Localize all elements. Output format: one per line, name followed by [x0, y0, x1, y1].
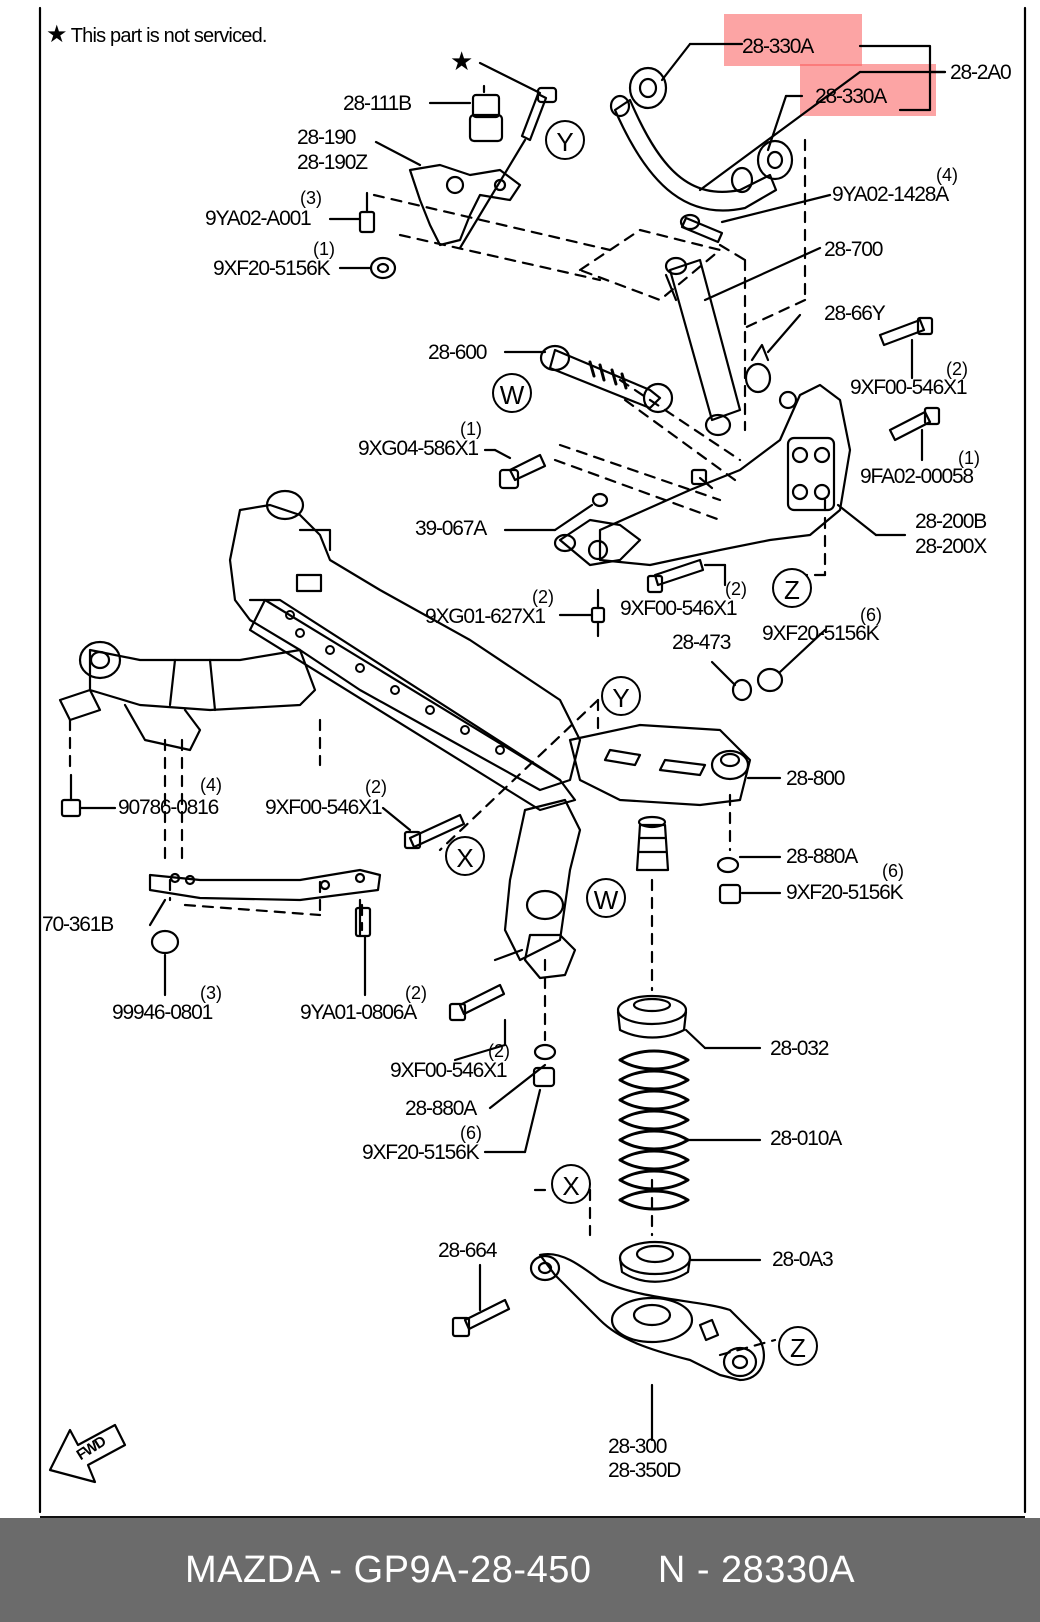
label-28-700: 28-700: [824, 238, 883, 261]
qty-9XF00-546X1-c: (2): [365, 777, 387, 797]
label-28-190: 28-190: [297, 126, 356, 149]
label-28-664: 28-664: [438, 1239, 497, 1262]
label-9YA02-A001: 9YA02-A001: [205, 207, 312, 230]
footer-part-numbers: MAZDA - GP9A-28-450 N - 28330A: [184, 1549, 856, 1591]
callout-y-top: Y: [545, 120, 585, 160]
qty-99946-0801: (3): [200, 983, 222, 1003]
label-9XF00-546X1-d: 9XF00-546X1: [390, 1059, 508, 1082]
label-28-032: 28-032: [770, 1037, 829, 1060]
footer-divider: [40, 1516, 1025, 1519]
label-28-2A0: 28-2A0: [950, 61, 1012, 84]
qty-9XF20-5156K-top: (1): [313, 239, 335, 259]
label-9XG04-586X1: 9XG04-586X1: [358, 437, 479, 460]
label-9XF00-546X1-c: 9XF00-546X1: [265, 796, 383, 819]
label-9XF00-546X1-b: 9XF00-546X1: [620, 597, 738, 620]
callout-y-mid: Y: [601, 676, 641, 716]
label-39-067A: 39-067A: [415, 517, 487, 540]
qty-9YA02-1428A: (4): [936, 165, 958, 185]
label-28-600: 28-600: [428, 341, 487, 364]
qty-9XF00-546X1-b: (2): [725, 579, 747, 599]
label-9YA02-1428A: 9YA02-1428A: [832, 183, 949, 206]
label-9XG01-627X1: 9XG01-627X1: [425, 605, 546, 628]
qty-9XF20-5156K-mid: (6): [860, 605, 882, 625]
qty-9XF20-5156K-right: (6): [882, 861, 904, 881]
label-9XF20-5156K-left: 9XF20-5156K: [362, 1141, 480, 1164]
label-9XF20-5156K-right: 9XF20-5156K: [786, 881, 904, 904]
qty-9FA02-00058: (1): [958, 448, 980, 468]
label-28-473: 28-473: [672, 631, 731, 654]
label-28-200X: 28-200X: [915, 535, 987, 558]
label-28-010A: 28-010A: [770, 1127, 842, 1150]
callout-z-mid: Z: [772, 568, 812, 608]
suspension-exploded-diagram: [38, 6, 1027, 1514]
qty-9XF20-5156K-left: (6): [460, 1123, 482, 1143]
note-text: This part is not serviced.: [70, 25, 268, 47]
label-28-190Z: 28-190Z: [297, 151, 368, 174]
star-marker: ★: [450, 46, 473, 76]
callout-z-low: Z: [778, 1326, 818, 1366]
label-28-66Y: 28-66Y: [824, 302, 886, 325]
label-28-0A3: 28-0A3: [772, 1248, 834, 1271]
qty-9XF00-546X1-a: (2): [946, 359, 968, 379]
qty-90786-0816: (4): [200, 775, 222, 795]
label-9XF20-5156K-mid: 9XF20-5156K: [762, 622, 880, 645]
label-28-800: 28-800: [786, 767, 845, 790]
label-28-111B: 28-111B: [343, 92, 412, 115]
callout-w-top: W: [492, 373, 532, 413]
label-28-880A-left: 28-880A: [405, 1097, 477, 1120]
footer-bar: [0, 1518, 1040, 1622]
label-70-361B: 70-361B: [42, 913, 114, 936]
label-9YA01-0806A: 9YA01-0806A: [300, 1001, 417, 1024]
callout-x-mid: X: [445, 836, 485, 876]
label-28-200B: 28-200B: [915, 510, 987, 533]
callout-w-mid: W: [586, 878, 626, 918]
qty-9XF00-546X1-d: (2): [488, 1041, 510, 1061]
label-9XF20-5156K-top: 9XF20-5156K: [213, 257, 331, 280]
not-serviced-note: ★This part is not serviced.: [46, 20, 267, 49]
qty-9XG04-586X1: (1): [460, 419, 482, 439]
label-28-350D: 28-350D: [608, 1459, 681, 1482]
label-99946-0801: 99946-0801: [112, 1001, 213, 1024]
label-9XF00-546X1-a: 9XF00-546X1: [850, 376, 968, 399]
qty-9XG01-627X1: (2): [532, 587, 554, 607]
label-28-300: 28-300: [608, 1435, 667, 1458]
callout-x-low: X: [551, 1164, 591, 1204]
qty-9YA02-A001: (3): [300, 188, 322, 208]
label-28-330A-b: 28-330A: [815, 85, 887, 108]
label-28-880A-right: 28-880A: [786, 845, 858, 868]
star-icon: ★: [46, 21, 68, 48]
highlight-28-330A-a: [724, 14, 862, 66]
label-90786-0816: 90786-0816: [118, 796, 219, 819]
qty-9YA01-0806A: (2): [405, 983, 427, 1003]
label-9FA02-00058: 9FA02-00058: [860, 465, 974, 488]
label-28-330A-a: 28-330A: [742, 35, 814, 58]
